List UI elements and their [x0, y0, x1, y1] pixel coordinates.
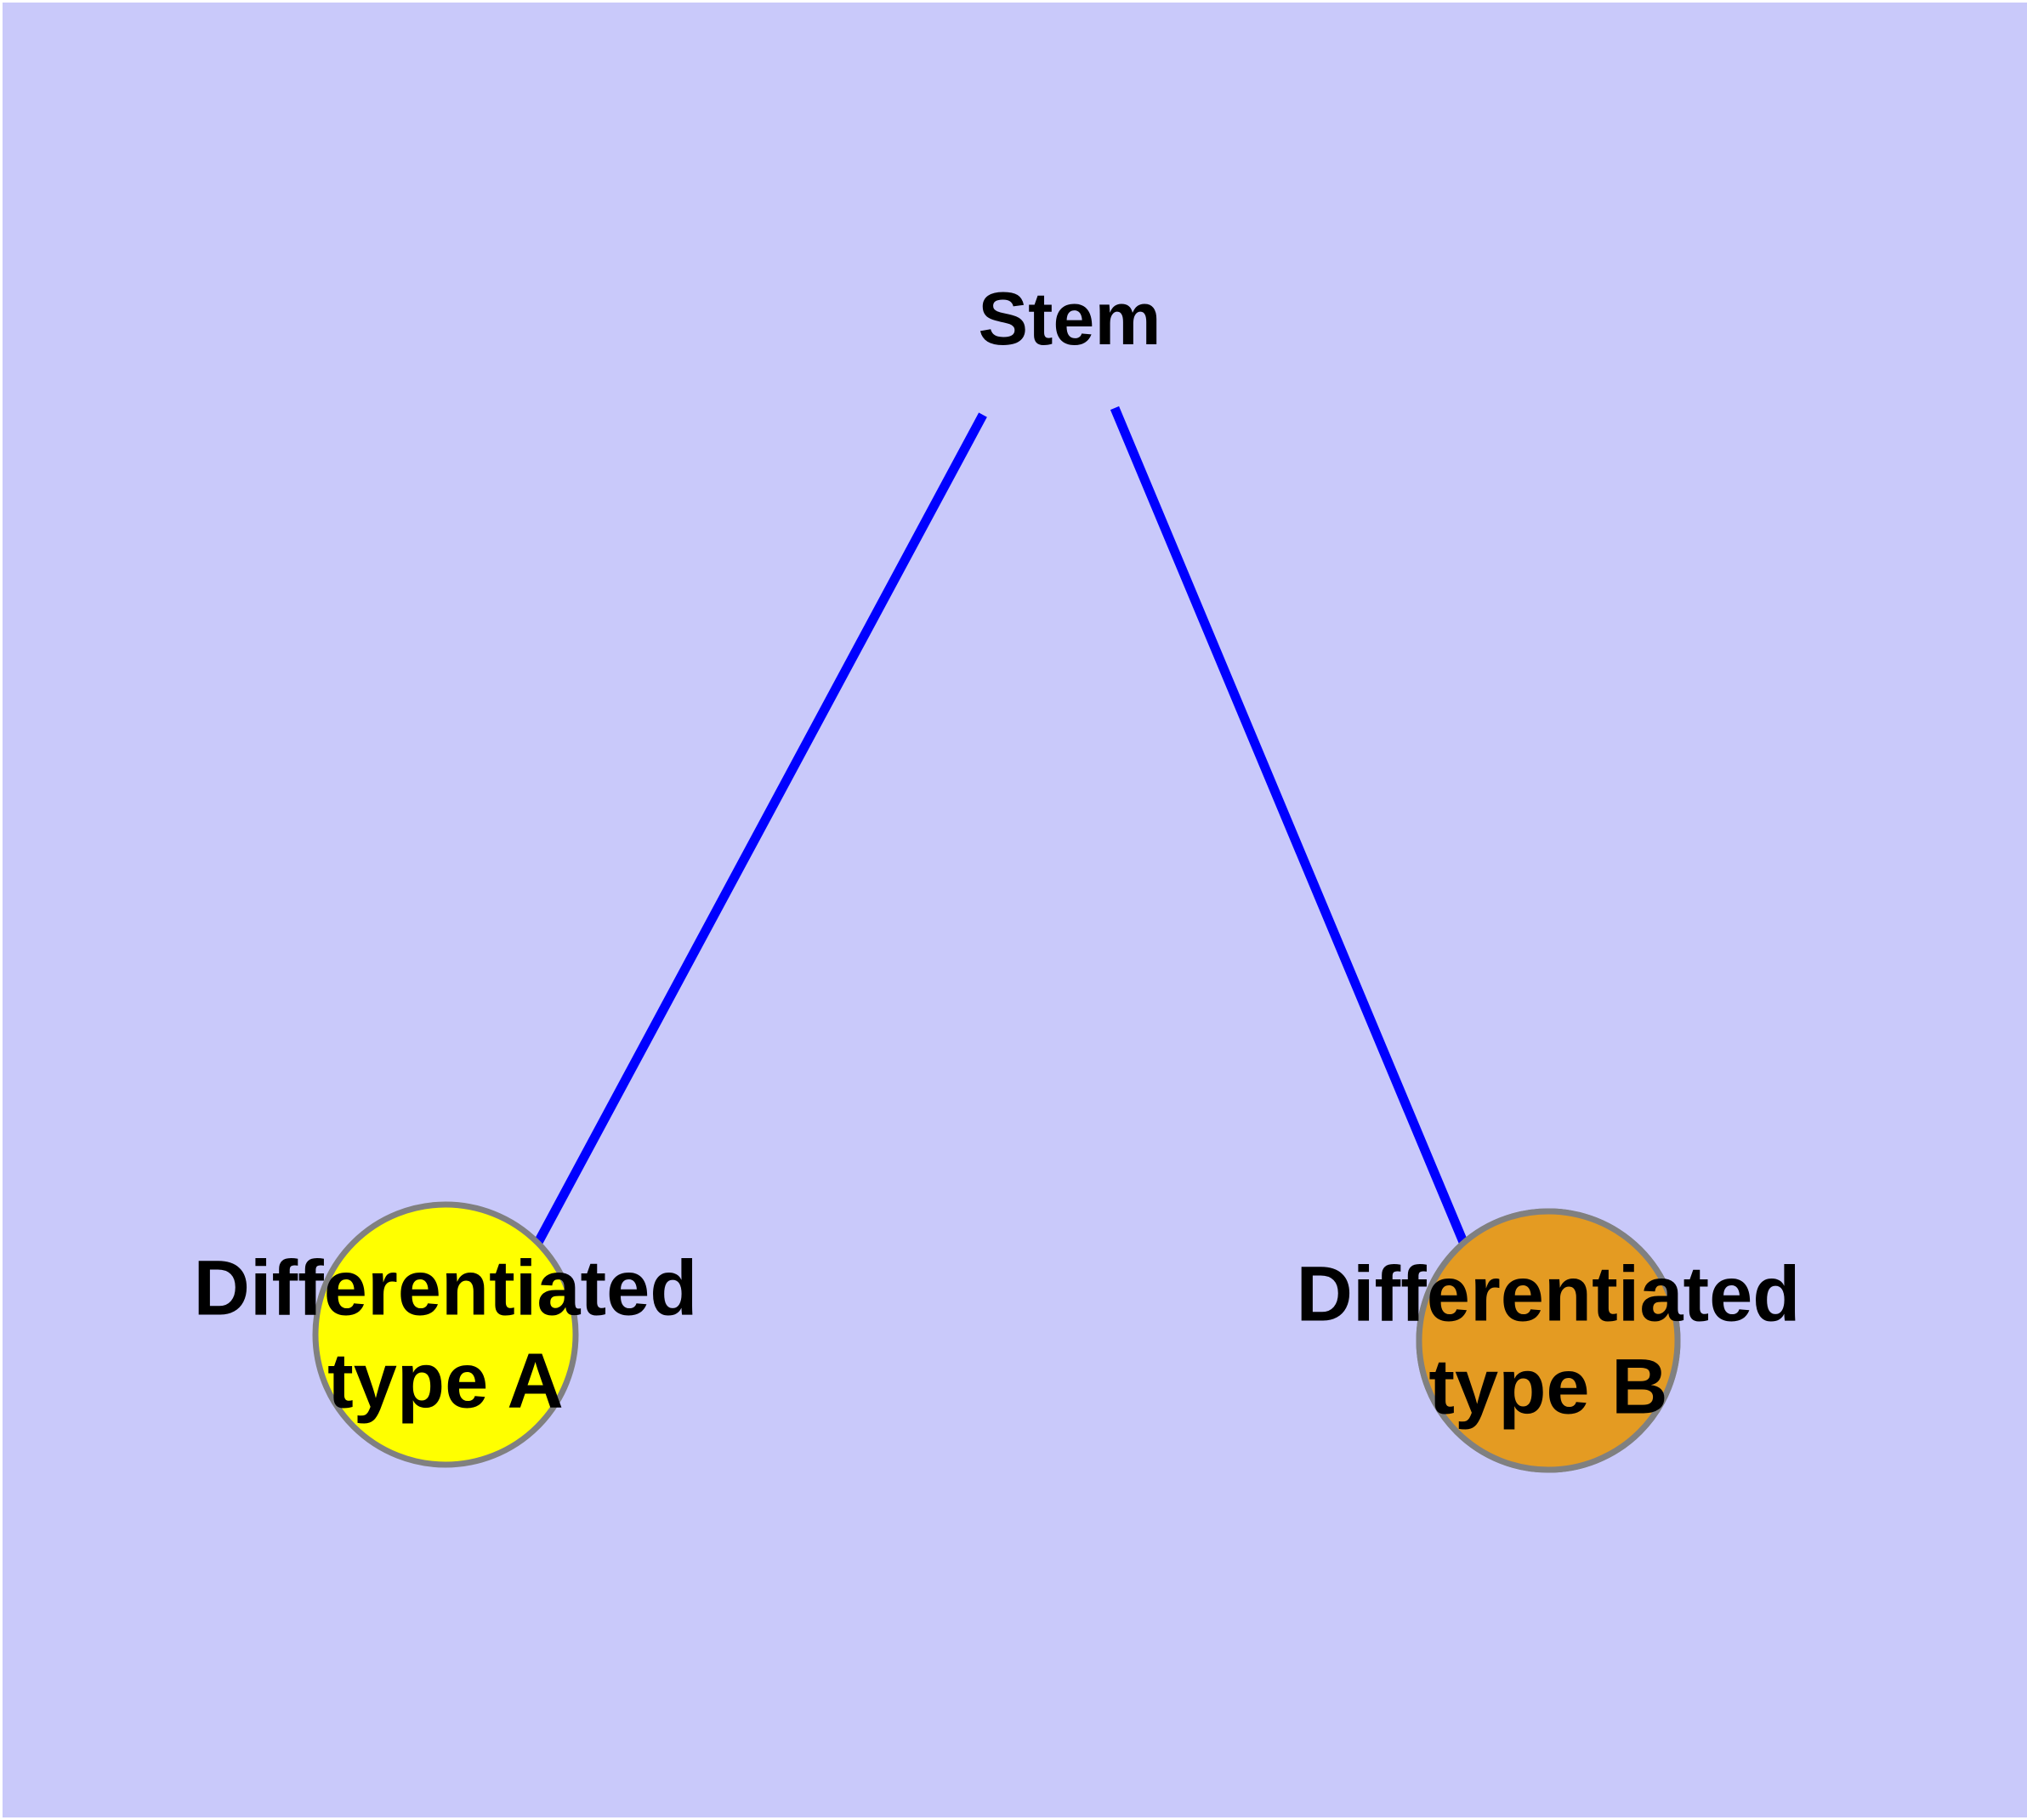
node-layer: [312, 1201, 1681, 1473]
node-differentiated-type-b[interactable]: [1416, 1208, 1681, 1473]
edge-layer: [531, 405, 1473, 1255]
edge-stem-to-differentiated-type-a[interactable]: [531, 412, 987, 1250]
diagram-svg: [312, 405, 1681, 1473]
edge-stem-to-differentiated-type-b[interactable]: [1110, 405, 1473, 1255]
node-stem[interactable]: [312, 1201, 579, 1468]
